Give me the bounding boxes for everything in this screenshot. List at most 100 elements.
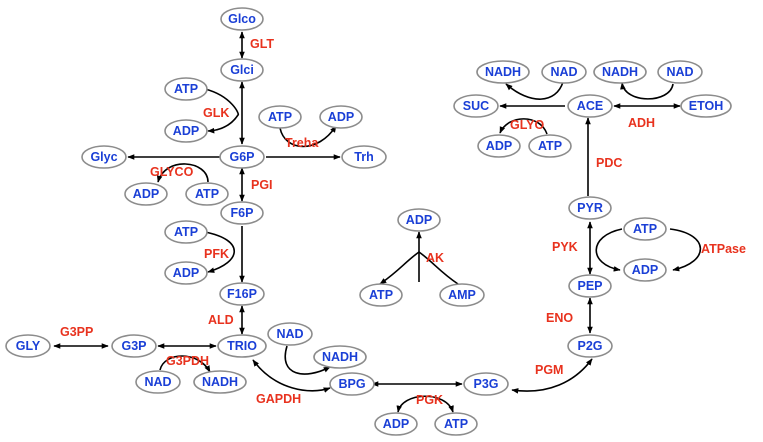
svg-text:NAD: NAD — [144, 375, 171, 389]
edge-gapdh-cofactor — [284, 345, 331, 375]
svg-text:Glco: Glco — [228, 12, 256, 26]
node-nad-glyo: NAD — [541, 60, 587, 84]
node-atp-glk: ATP — [164, 77, 208, 101]
edge-g3pdh-cofactor — [159, 355, 211, 373]
svg-text:NAD: NAD — [550, 65, 577, 79]
svg-text:ATP: ATP — [633, 222, 657, 236]
node-p3g: P3G — [463, 372, 509, 396]
svg-text:ACE: ACE — [577, 99, 603, 113]
edge-gapdh — [252, 359, 331, 393]
enzyme-pgm: PGM — [535, 363, 563, 377]
edge-atpase — [669, 228, 702, 272]
svg-text:ADP: ADP — [406, 213, 432, 227]
node-p2g: P2G — [567, 334, 613, 358]
svg-text:GLY: GLY — [16, 339, 41, 353]
enzyme-glyco: GLYCO — [150, 165, 194, 179]
enzyme-atpase: ATPase — [701, 242, 746, 256]
node-trio: TRIO — [217, 334, 267, 358]
node-pep: PEP — [568, 274, 612, 298]
node-f6p: F6P — [220, 201, 264, 225]
enzyme-pfk: PFK — [204, 247, 229, 261]
node-adp-treha: ADP — [319, 105, 363, 129]
svg-text:PYR: PYR — [577, 201, 603, 215]
node-atp-ak: ATP — [359, 283, 403, 307]
node-trh: Trh — [341, 145, 387, 169]
svg-text:ATP: ATP — [268, 110, 292, 124]
svg-text:AMP: AMP — [448, 288, 476, 302]
edge-glyo-cofactor-2 — [499, 118, 548, 135]
svg-text:NADH: NADH — [485, 65, 521, 79]
node-nadh-gapdh: NADH — [313, 345, 367, 369]
svg-text:F16P: F16P — [227, 287, 257, 301]
svg-text:ADP: ADP — [632, 263, 658, 277]
node-f16p: F16P — [219, 282, 265, 306]
node-gly: GLY — [5, 334, 51, 358]
enzyme-pgk: PGK — [416, 393, 443, 407]
enzyme-g3pp: G3PP — [60, 325, 93, 339]
edge-ak-cofactor — [379, 251, 459, 285]
svg-text:ADP: ADP — [173, 266, 199, 280]
node-g6p: G6P — [219, 145, 265, 169]
edge-adh-cofactor — [620, 82, 674, 100]
enzyme-eno: ENO — [546, 311, 573, 325]
svg-text:Glyc: Glyc — [90, 150, 117, 164]
node-suc: SUC — [453, 94, 499, 118]
enzyme-glyo: GLYO — [510, 118, 545, 132]
node-nadh-adh: NADH — [593, 60, 647, 84]
node-nad-g3pdh: NAD — [135, 370, 181, 394]
svg-text:P2G: P2G — [577, 339, 602, 353]
enzyme-g3pdh: G3PDH — [166, 354, 209, 368]
svg-text:NAD: NAD — [276, 327, 303, 341]
edge-treha-cofactor — [279, 125, 337, 148]
node-atp-pgk: ATP — [434, 412, 478, 436]
svg-text:ATP: ATP — [538, 139, 562, 153]
node-amp-ak: AMP — [439, 283, 485, 307]
svg-text:P3G: P3G — [473, 377, 498, 391]
svg-text:ADP: ADP — [486, 139, 512, 153]
node-atp-treha: ATP — [258, 105, 302, 129]
enzyme-ald: ALD — [208, 313, 234, 327]
node-adp-pfk: ADP — [164, 261, 208, 285]
node-ace: ACE — [567, 94, 613, 118]
svg-text:ETOH: ETOH — [689, 99, 724, 113]
node-etoh: ETOH — [680, 94, 732, 118]
svg-text:NADH: NADH — [322, 350, 358, 364]
svg-text:PEP: PEP — [577, 279, 602, 293]
svg-text:NADH: NADH — [602, 65, 638, 79]
svg-text:NAD: NAD — [666, 65, 693, 79]
enzyme-glt: GLT — [250, 37, 274, 51]
node-pyr: PYR — [568, 196, 612, 220]
node-atp-pyk: ATP — [623, 217, 667, 241]
svg-text:ADP: ADP — [133, 187, 159, 201]
edge-pgm — [511, 358, 593, 394]
svg-text:ATP: ATP — [174, 82, 198, 96]
enzyme-treha: Treha — [285, 136, 319, 150]
svg-text:ATP: ATP — [369, 288, 393, 302]
metabolite-nodes: Glco Glci G6P F6P F16P TRIO BPG P3G P2G … — [5, 7, 732, 436]
svg-text:ADP: ADP — [328, 110, 354, 124]
node-glco: Glco — [220, 7, 264, 31]
node-bpg: BPG — [329, 372, 375, 396]
svg-text:ATP: ATP — [195, 187, 219, 201]
enzyme-pdc: PDC — [596, 156, 622, 170]
node-nadh-glyo: NADH — [476, 60, 530, 84]
node-nad-adh: NAD — [657, 60, 703, 84]
node-nadh-g3pdh: NADH — [193, 370, 247, 394]
edge-pfk-cofactor — [204, 231, 236, 273]
node-nad-gapdh: NAD — [267, 322, 313, 346]
svg-text:SUC: SUC — [463, 99, 489, 113]
node-glyc: Glyc — [81, 145, 127, 169]
node-atp-glyo: ATP — [528, 134, 572, 158]
node-atp-glyco: ATP — [185, 182, 229, 206]
enzyme-adh: ADH — [628, 116, 655, 130]
enzyme-gapdh: GAPDH — [256, 392, 301, 406]
svg-text:TRIO: TRIO — [227, 339, 257, 353]
enzyme-pyk: PYK — [552, 240, 578, 254]
edge-glyco-cofactor — [156, 163, 209, 183]
node-glci: Glci — [220, 58, 264, 82]
svg-text:ADP: ADP — [173, 124, 199, 138]
enzyme-glk: GLK — [203, 106, 229, 120]
svg-text:G3P: G3P — [121, 339, 146, 353]
enzyme-labels: GLT GLK Treha GLYCO PGI PFK ALD G3PP G3P… — [60, 37, 746, 407]
